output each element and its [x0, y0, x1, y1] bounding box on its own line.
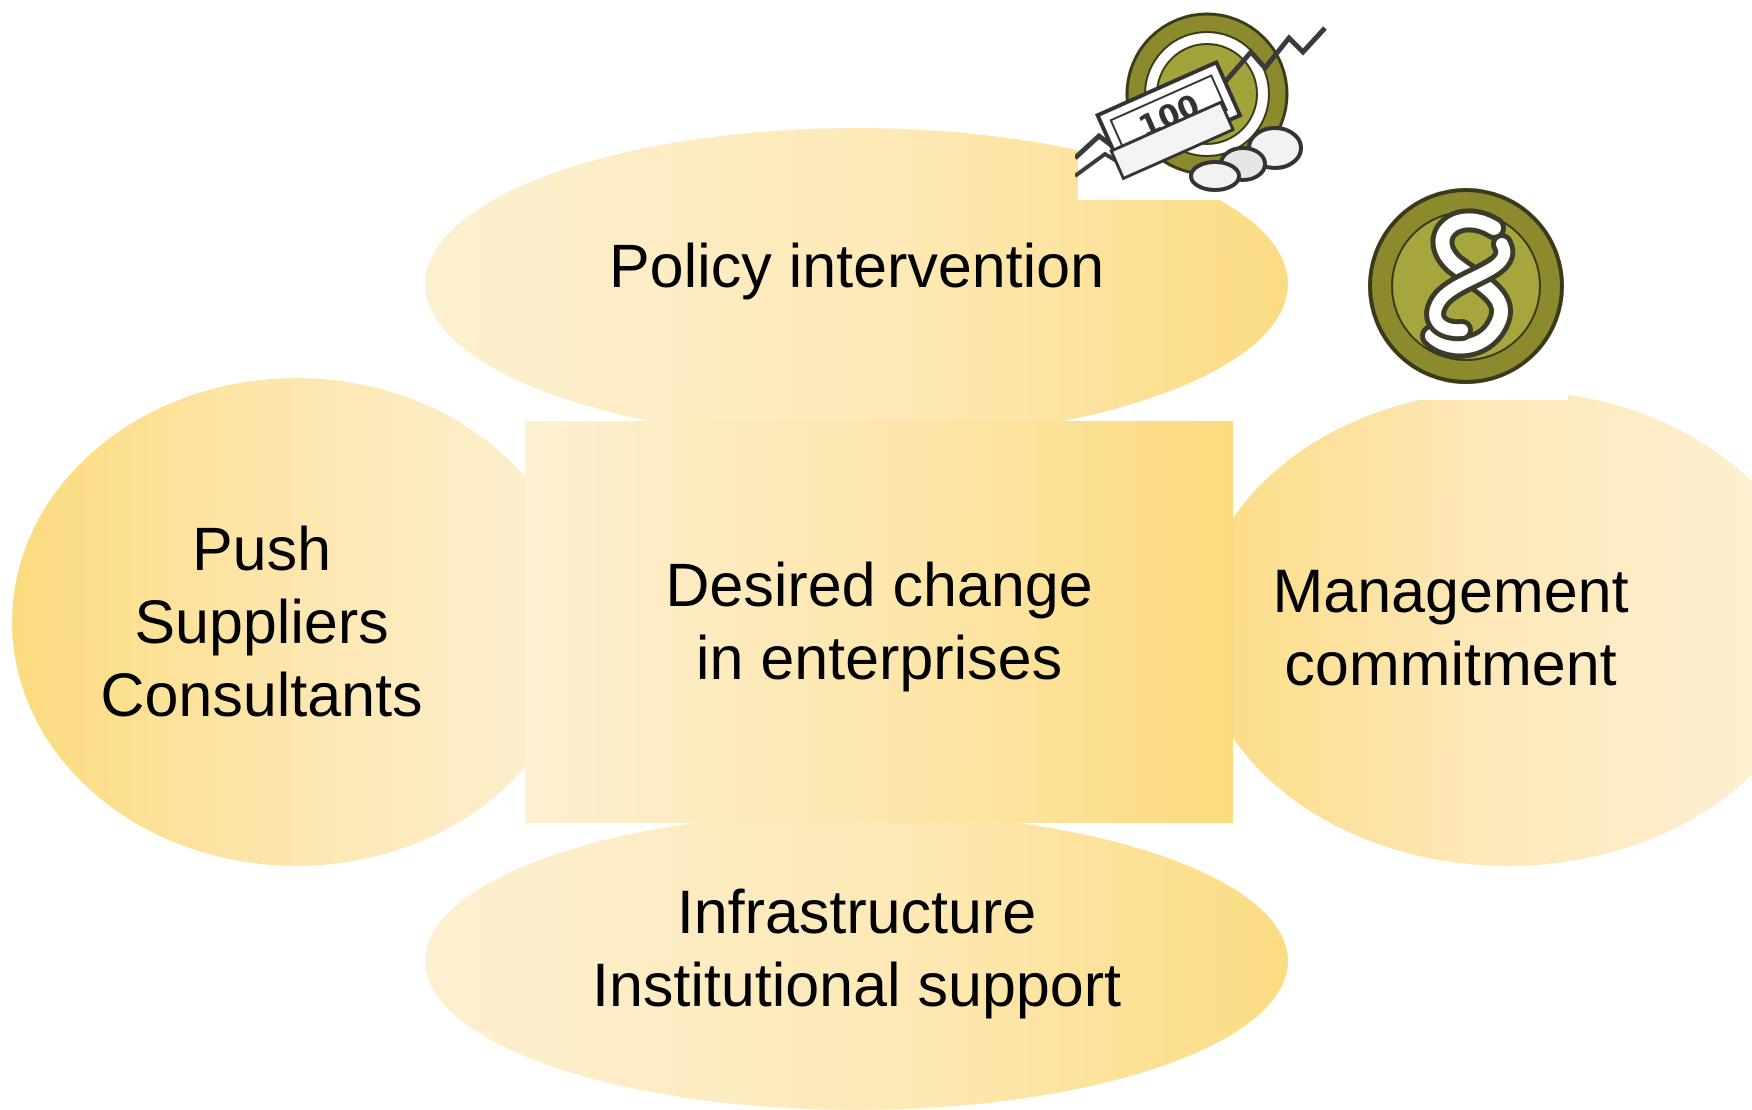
push-line-1: Push [191, 514, 332, 583]
management-label: Management commitment [1272, 555, 1628, 701]
push-ellipse: Push Suppliers Consultants [12, 378, 581, 866]
policy-line-1: Policy intervention [608, 231, 1105, 300]
push-label: Push Suppliers Consultants [100, 513, 422, 732]
infrastructure-ellipse: Infrastructure Institutional support [425, 812, 1288, 1110]
paragraph-section-icon [1368, 188, 1564, 384]
center-line-2: in enterprises [695, 624, 1063, 692]
desired-change-box: Desired change in enterprises [525, 421, 1233, 823]
money-bills-coins-icon: 100 [1075, 12, 1327, 192]
center-line-1: Desired change [665, 551, 1093, 619]
management-line-1: Management [1272, 557, 1629, 625]
desired-change-label: Desired change in enterprises [665, 549, 1092, 695]
management-line-2: commitment [1284, 630, 1617, 698]
infrastructure-label: Infrastructure Institutional support [592, 876, 1121, 1022]
policy-intervention-label: Policy intervention [609, 230, 1104, 303]
push-line-2: Suppliers [134, 587, 389, 656]
management-ellipse: Management commitment [1198, 390, 1752, 866]
push-line-3: Consultants [100, 660, 423, 729]
infrastructure-line-1: Infrastructure [676, 878, 1037, 946]
infrastructure-line-2: Institutional support [592, 951, 1121, 1019]
